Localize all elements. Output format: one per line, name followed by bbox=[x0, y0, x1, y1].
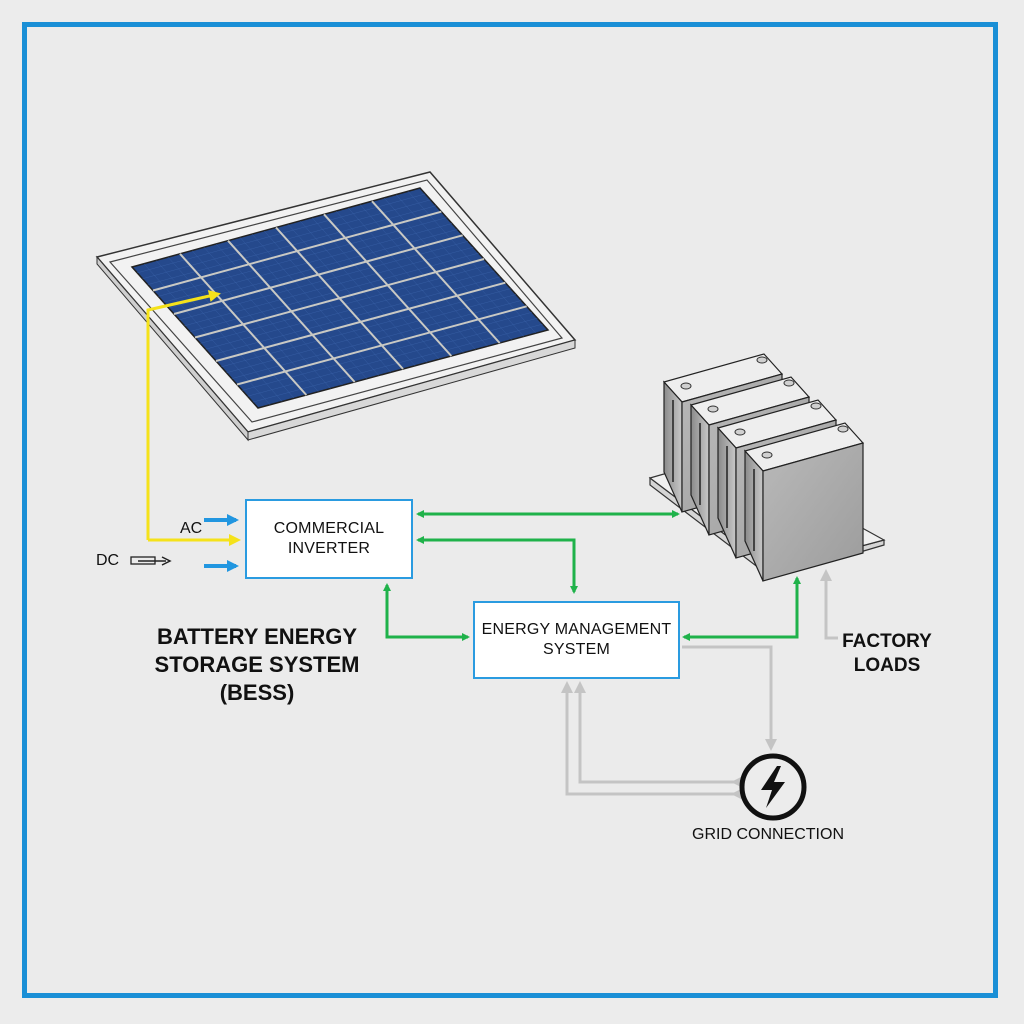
battery-module-front bbox=[762, 442, 864, 582]
battery-terminal-icon bbox=[734, 428, 746, 436]
panel-row-divider bbox=[194, 258, 485, 339]
ems-battery-link bbox=[682, 576, 801, 641]
dc-label: DC bbox=[96, 552, 120, 569]
bess-title-line3: (BESS) bbox=[219, 680, 295, 705]
panel-row-divider bbox=[236, 305, 527, 386]
factory-loads-line1: FACTORY bbox=[842, 631, 932, 652]
ems-label-line1: ENERGY MANAGEMENT bbox=[481, 621, 672, 638]
panel-grid-lines bbox=[137, 191, 543, 405]
battery-terminal-icon bbox=[761, 451, 773, 459]
solar-flow-line bbox=[146, 290, 221, 540]
factory-loads-arrow bbox=[820, 569, 838, 640]
inverter-ems-link bbox=[416, 536, 578, 594]
inverter-ems-lower-link bbox=[383, 583, 470, 641]
panel-frame-inner bbox=[108, 179, 564, 423]
ems-to-grid-arrow bbox=[682, 645, 777, 751]
factory-loads-line2: LOADS bbox=[853, 655, 921, 676]
battery-terminal-icon bbox=[707, 405, 719, 413]
inverter-box[interactable]: COMMERCIAL INVERTER bbox=[245, 499, 413, 579]
battery-terminal-icon bbox=[783, 379, 795, 387]
panel-row-divider bbox=[173, 234, 463, 315]
bess-title-line1: BATTERY ENERGY bbox=[156, 624, 358, 649]
panel-frame-edge-front bbox=[247, 339, 576, 441]
factory-loads-label: FACTORY LOADS bbox=[826, 630, 948, 678]
dc-symbol-icon bbox=[130, 556, 172, 566]
solar-panel bbox=[95, 171, 577, 442]
panel-row-divider bbox=[152, 210, 442, 292]
battery-terminal-icon bbox=[810, 402, 822, 410]
bess-title-line2: STORAGE SYSTEM bbox=[154, 652, 360, 677]
battery-bank bbox=[648, 353, 886, 582]
ems-box[interactable]: ENERGY MANAGEMENT SYSTEM bbox=[473, 601, 680, 679]
grid-ems-link-inner bbox=[574, 681, 743, 788]
inverter-label-line2: INVERTER bbox=[287, 540, 371, 557]
ems-label-line2: SYSTEM bbox=[543, 641, 610, 658]
grid-connection-label: GRID CONNECTION bbox=[692, 826, 844, 843]
inverter-label-line1: COMMERCIAL bbox=[273, 520, 385, 537]
lightning-bolt-icon bbox=[739, 753, 807, 821]
ac-label: AC bbox=[180, 520, 203, 537]
panel-row-divider bbox=[215, 281, 506, 362]
grid-ems-link-outer bbox=[561, 681, 743, 800]
battery-terminal-icon bbox=[680, 382, 692, 390]
battery-terminal-icon bbox=[756, 356, 768, 364]
battery-terminal-icon bbox=[837, 425, 849, 433]
bess-title: BATTERY ENERGY STORAGE SYSTEM (BESS) bbox=[132, 623, 382, 707]
